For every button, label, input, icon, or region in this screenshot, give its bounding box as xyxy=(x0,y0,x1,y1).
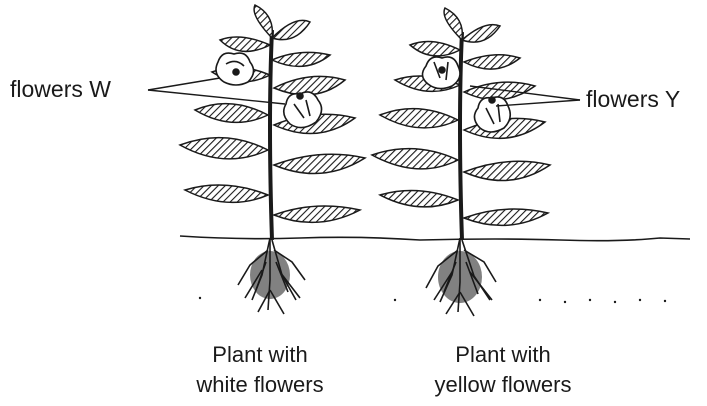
yellow-flower-lower xyxy=(474,97,510,132)
caption-line: yellow flowers xyxy=(398,370,608,400)
plant-yellow-flowers xyxy=(372,8,580,316)
label-flowers-w: flowers W xyxy=(10,78,111,101)
caption-yellow-plant: Plant with yellow flowers xyxy=(398,340,608,400)
white-flower-lower xyxy=(284,92,322,128)
white-flower-upper xyxy=(216,53,254,85)
caption-white-plant: Plant with white flowers xyxy=(160,340,360,400)
stem xyxy=(460,32,462,240)
stem xyxy=(270,30,272,240)
caption-line: white flowers xyxy=(160,370,360,400)
yellow-flower-upper xyxy=(422,57,460,89)
label-flowers-y: flowers Y xyxy=(586,88,680,111)
pointer-lines-w xyxy=(148,78,285,104)
plant-white-flowers xyxy=(148,5,365,314)
caption-line: Plant with xyxy=(160,340,360,370)
ground-line xyxy=(180,236,690,241)
caption-line: Plant with xyxy=(398,340,608,370)
